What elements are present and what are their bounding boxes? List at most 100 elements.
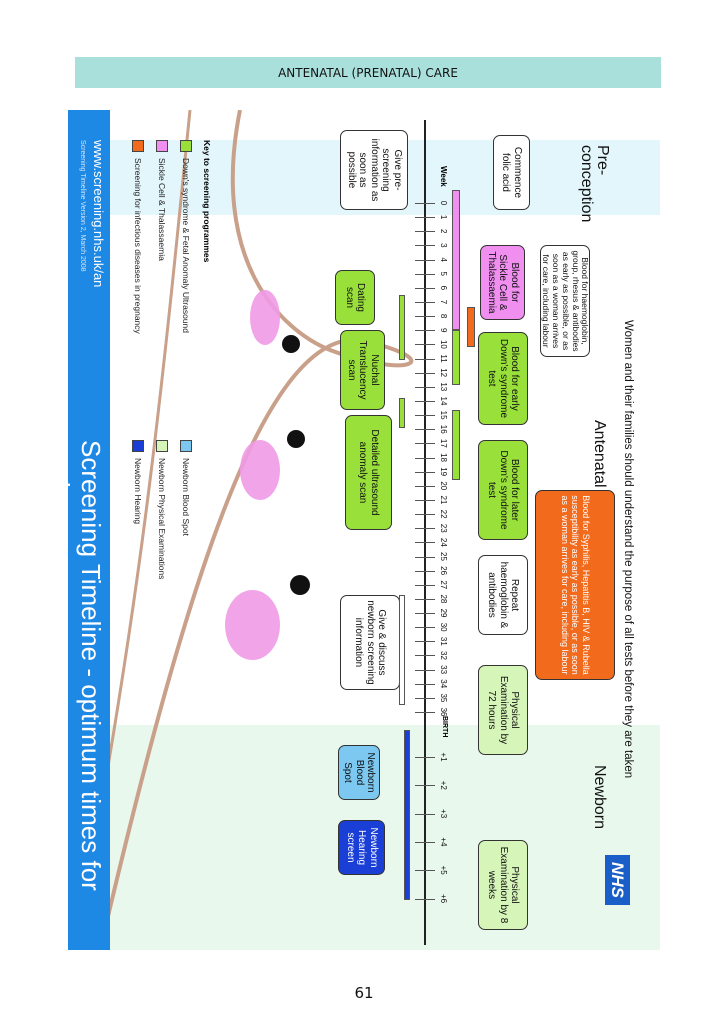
key-label: Down's syndrome & Fetal Anomaly Ultrasou… bbox=[181, 158, 191, 334]
antenatal-heading: Antenatal bbox=[591, 420, 608, 488]
week-tick-label: 5 bbox=[439, 271, 448, 276]
key-item: Screening for infectious diseases in pre… bbox=[132, 140, 144, 334]
week-tick-label: 32 bbox=[439, 651, 448, 660]
screening-timeline-figure: Women and their families should understa… bbox=[68, 110, 660, 950]
postnatal-week-label: +2 bbox=[439, 780, 448, 790]
week-tick bbox=[415, 344, 435, 346]
box-folic-acid: Commence folic acid bbox=[493, 135, 530, 210]
week-tick bbox=[415, 528, 435, 530]
week-tick bbox=[415, 785, 435, 787]
section-header: ANTENATAL (PRENATAL) CARE bbox=[75, 57, 661, 88]
key-item: Down's syndrome & Fetal Anomaly Ultrasou… bbox=[180, 140, 192, 333]
week-tick bbox=[415, 613, 435, 615]
postnatal-week-label: +4 bbox=[439, 837, 448, 847]
figure-head bbox=[287, 430, 305, 448]
week-tick bbox=[415, 245, 435, 247]
birth-label: BIRTH bbox=[441, 716, 448, 738]
footer-title: Screening Timeline - optimum times for t… bbox=[68, 440, 106, 891]
week-tick bbox=[415, 514, 435, 516]
week-tick bbox=[415, 499, 435, 501]
week-tick bbox=[415, 231, 435, 233]
week-tick bbox=[415, 386, 435, 388]
anomaly-bar bbox=[399, 398, 405, 428]
key-swatch bbox=[180, 440, 192, 452]
box-prescreening-info: Give pre-screening information as soon a… bbox=[340, 130, 408, 210]
nhs-logo: NHS bbox=[605, 855, 630, 905]
week-tick-label: 19 bbox=[439, 467, 448, 477]
week-tick bbox=[415, 259, 435, 261]
figure-head bbox=[282, 335, 300, 353]
box-physical-72h: Physical Examination by 72 hours bbox=[478, 665, 528, 755]
week-tick bbox=[415, 669, 435, 671]
week-tick-label: 1 bbox=[439, 214, 448, 220]
week-tick bbox=[415, 584, 435, 586]
header-title: ANTENATAL (PRENATAL) CARE bbox=[278, 65, 458, 80]
week-tick-label: 30 bbox=[439, 622, 448, 632]
key-item: Newborn Blood Spot bbox=[180, 440, 192, 536]
box-newborn-info: Give & discuss newborn screening informa… bbox=[340, 595, 400, 690]
box-nuchal-scan: Nuchal Translucency scan bbox=[340, 330, 385, 410]
week-tick-label: 4 bbox=[439, 257, 448, 262]
key-swatch bbox=[132, 140, 144, 152]
newborn-heading: Newborn bbox=[591, 765, 608, 830]
week-tick bbox=[415, 203, 435, 204]
week-tick bbox=[415, 471, 435, 473]
week-tick-label: 0 bbox=[439, 200, 448, 206]
week-tick-label: 11 bbox=[439, 354, 448, 363]
week-tick bbox=[415, 415, 435, 417]
week-tick-label: 9 bbox=[439, 328, 448, 333]
box-physical-8w: Physical Examination by 8 weeks bbox=[478, 840, 528, 930]
week-tick bbox=[415, 841, 435, 843]
page-number: 61 bbox=[354, 984, 374, 1002]
week-tick-label: 15 bbox=[439, 410, 448, 420]
week-tick-label: 26 bbox=[439, 566, 448, 576]
week-tick-label: 22 bbox=[439, 509, 448, 519]
week-tick-label: 29 bbox=[439, 608, 448, 618]
key-swatch bbox=[180, 140, 192, 152]
week-tick bbox=[415, 457, 435, 459]
week-tick bbox=[415, 301, 435, 303]
week-tick-label: 3 bbox=[439, 243, 448, 248]
week-tick-label: 8 bbox=[439, 313, 448, 319]
week-tick-label: 7 bbox=[439, 299, 448, 305]
footer-banner: www.screening.nhs.uk/an Screening Timeli… bbox=[68, 110, 110, 950]
week-tick bbox=[415, 570, 435, 572]
week-tick-label: 21 bbox=[439, 495, 448, 505]
week-tick bbox=[415, 316, 435, 318]
week-tick-label: 27 bbox=[439, 580, 448, 590]
box-dating-scan: Dating scan bbox=[335, 270, 375, 325]
intro-text: Women and their families should understa… bbox=[622, 320, 634, 779]
box-repeat-haemoglobin: Repeat haemoglobin & antibodies bbox=[478, 555, 528, 635]
key-label: Screening for infectious diseases in pre… bbox=[133, 158, 143, 334]
week-tick-label: 6 bbox=[439, 285, 448, 291]
infectious-bar bbox=[467, 307, 475, 347]
week-tick-label: 31 bbox=[439, 636, 448, 646]
week-tick bbox=[415, 813, 435, 815]
week-tick-label: 2 bbox=[439, 229, 448, 234]
key-label: Newborn Blood Spot bbox=[181, 458, 191, 536]
week-tick bbox=[415, 898, 435, 900]
footer-url[interactable]: www.screening.nhs.uk/an bbox=[91, 140, 106, 288]
week-tick-label: 28 bbox=[439, 594, 448, 604]
week-tick-label: 13 bbox=[439, 382, 448, 392]
key-item: Newborn Hearing bbox=[132, 440, 144, 524]
week-tick bbox=[415, 556, 435, 558]
key-title: Key to screening programmes bbox=[202, 140, 212, 263]
figure-head bbox=[290, 575, 310, 595]
key-label: Newborn Physical Examinations bbox=[157, 458, 167, 580]
sickle-bar bbox=[452, 190, 460, 330]
preconception-heading: Pre-conception bbox=[578, 145, 611, 223]
postnatal-week-label: +1 bbox=[439, 752, 448, 762]
dating-bar bbox=[399, 295, 405, 360]
week-tick bbox=[415, 870, 435, 872]
key-swatch bbox=[156, 440, 168, 452]
week-tick-label: 34 bbox=[439, 679, 448, 689]
week-tick bbox=[415, 273, 435, 275]
box-detailed-scan: Detailed ultrasound anomaly scan bbox=[345, 415, 392, 530]
pregnant-figure-2 bbox=[240, 440, 280, 500]
pregnant-figure-3 bbox=[225, 590, 280, 660]
key-item: Newborn Physical Examinations bbox=[156, 440, 168, 579]
week-tick-label: 25 bbox=[439, 552, 448, 561]
box-hearing-screen: Newborn Hearing screen bbox=[338, 820, 385, 875]
week-tick bbox=[415, 485, 435, 487]
